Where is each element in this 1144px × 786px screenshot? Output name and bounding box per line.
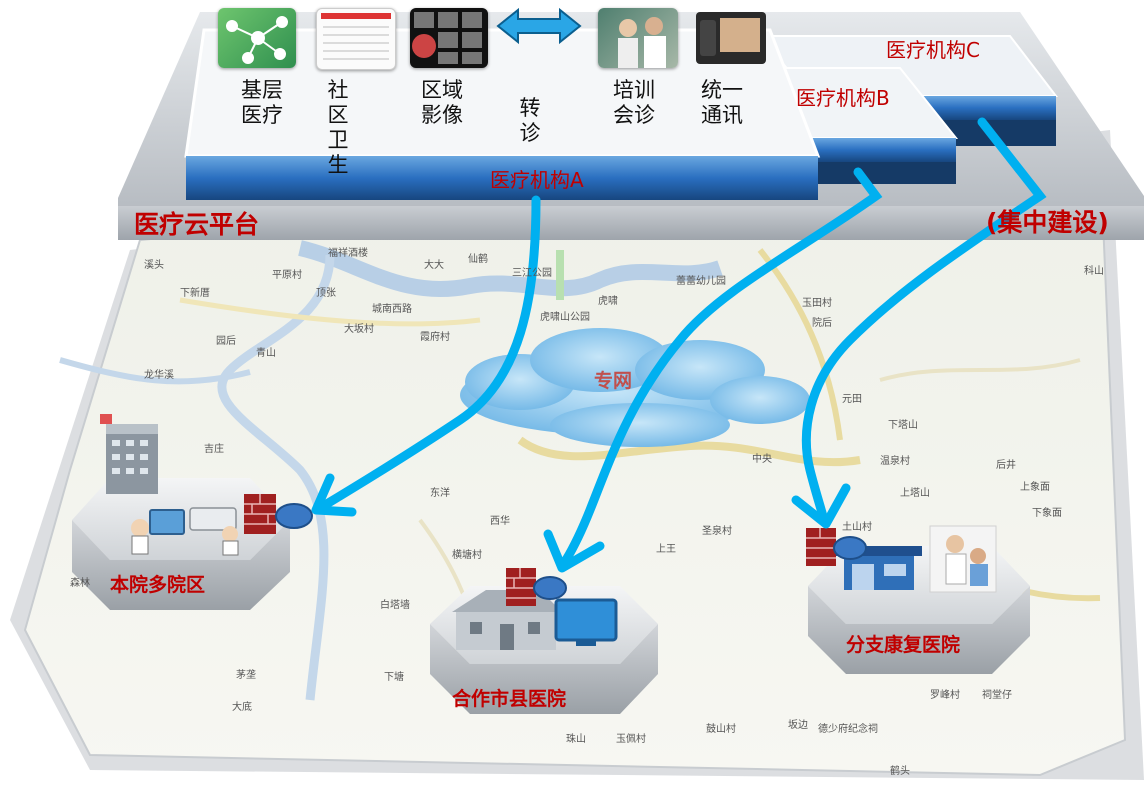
map-label: 坂边 (788, 720, 808, 731)
report-screen-icon (316, 8, 396, 70)
institution-a-band (186, 156, 818, 200)
platform-note: (集中建设) (986, 208, 1109, 237)
map-label: 青山 (256, 348, 276, 359)
map-label: 大大 (424, 260, 444, 271)
map-label: 白塔墙 (380, 600, 410, 611)
dedicated-network-cloud (460, 328, 810, 447)
firewall-router-icon-main (244, 494, 313, 534)
dedicated-network-label: 专网 (594, 370, 633, 392)
institution-c-label: 医疗机构C (886, 38, 980, 62)
map-label: 院后 (812, 318, 832, 329)
map-label: 东洋 (430, 488, 450, 499)
service-label-primary-care: 基层医疗 (241, 78, 283, 127)
map-label: 虎啸 (598, 296, 618, 307)
map-label: 土山村 (842, 522, 872, 533)
firewall-router-icon-county (506, 568, 567, 606)
map-label: 元田 (842, 394, 862, 405)
map-label: 下象面 (1032, 508, 1062, 519)
institution-b-band (800, 138, 956, 162)
service-label-community-health: 社区卫生 (327, 78, 349, 177)
map-label: 后井 (996, 460, 1016, 471)
map-label: 大底 (232, 702, 252, 713)
service-label-referral: 转诊 (519, 96, 541, 145)
site-label-county-hospital: 合作市县医院 (452, 688, 567, 710)
arrow-heads (311, 473, 851, 573)
map-label: 玉佩村 (616, 734, 646, 745)
map-label: 科山 (1084, 266, 1104, 277)
map-label: 园后 (216, 336, 236, 347)
service-label-regional-imaging: 区域影像 (421, 78, 463, 127)
map-label: 中央 (752, 454, 772, 465)
two-way-arrow-icon (496, 6, 582, 46)
map-label: 福祥酒楼 (328, 248, 368, 259)
site-label-rehab-hospital: 分支康复医院 (846, 634, 961, 656)
cloud-platform-slab-front (118, 206, 1144, 240)
map-label: 西华 (490, 516, 510, 527)
map-label: 圣泉村 (702, 526, 732, 537)
link-b-to-county (561, 167, 883, 565)
clinic-house-icon (452, 590, 618, 650)
institution-b-base (816, 162, 956, 184)
institution-a-label: 医疗机构A (490, 168, 584, 192)
map-label: 下塔山 (888, 420, 918, 431)
firewall-router-icon-rehab (806, 528, 867, 566)
map-label: 仙鹤 (468, 254, 488, 265)
map-label: 蕾蕾幼儿园 (676, 276, 726, 287)
map-label: 下塘 (384, 672, 404, 683)
hospital-tower-icon (100, 414, 158, 494)
map-label: 鹤头 (890, 766, 910, 777)
map-label: 温泉村 (880, 456, 910, 467)
map-label: 城南西路 (372, 304, 412, 315)
map-label: 上塔山 (900, 488, 930, 499)
map-label: 森林 (70, 578, 90, 589)
map-label: 吉庄 (204, 444, 224, 455)
map-label: 罗峰村 (930, 690, 960, 701)
site-label-main-campus: 本院多院区 (110, 574, 206, 596)
map-label: 霞府村 (420, 332, 450, 343)
map-label: 上王 (656, 544, 676, 555)
service-label-training-consultation: 培训会诊 (613, 78, 655, 127)
map-label: 虎啸山公园 (540, 312, 590, 323)
network-app-icon (218, 8, 296, 68)
map-label: 德少府纪念祠 (818, 724, 878, 735)
map-label: 平原村 (272, 270, 302, 281)
link-a-to-main (315, 195, 541, 513)
map-label: 上象面 (1020, 482, 1050, 493)
map-label: 顶张 (316, 288, 336, 299)
map-label: 祠堂仔 (982, 690, 1012, 701)
map-label: 溪头 (144, 260, 164, 271)
map-label: 玉田村 (802, 298, 832, 309)
map-features (59, 240, 1101, 701)
map-label: 鼓山村 (706, 724, 736, 735)
link-c-to-rehab (801, 117, 1047, 525)
institution-b-label: 医疗机构B (796, 86, 890, 110)
doctor-equipment-icon (131, 507, 239, 556)
service-label-unified-communication: 统一通讯 (701, 78, 743, 127)
connection-links (315, 117, 1047, 565)
map-label: 大坂村 (344, 324, 374, 335)
medical-imaging-icon (410, 8, 488, 68)
map-label: 三江公园 (512, 268, 552, 279)
video-phone-icon (690, 10, 770, 68)
institution-c-base (940, 120, 1056, 146)
map-label: 龙华溪 (144, 370, 174, 381)
platform-title: 医疗云平台 (134, 210, 260, 239)
consultation-photo-icon (598, 8, 678, 68)
rehab-building-icon (836, 525, 997, 593)
map-label: 茅垄 (236, 670, 256, 681)
map-label: 横塘村 (452, 550, 482, 561)
map-label: 下新厝 (180, 288, 210, 299)
map-label: 珠山 (566, 734, 586, 745)
